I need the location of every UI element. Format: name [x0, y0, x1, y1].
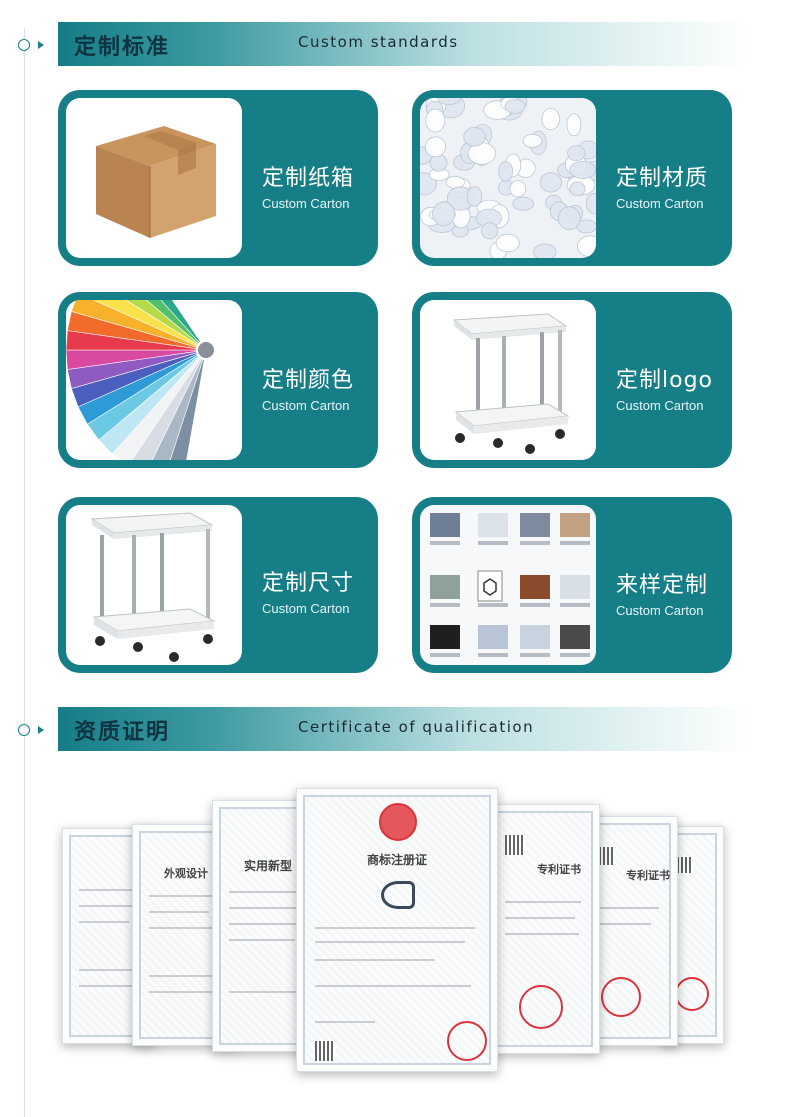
certificate-patent-1: 专利证书 [488, 804, 600, 1054]
card-subtitle: Custom Carton [262, 398, 350, 413]
section-subtitle: Custom standards [298, 33, 459, 51]
white-cart-image [420, 300, 596, 460]
card-subtitle: Custom Carton [616, 603, 704, 618]
card-title: 来样定制 [616, 573, 709, 598]
certificate-title: 外观设计 [164, 867, 208, 880]
certificate-trademark: 商标注册证 [296, 788, 498, 1072]
card-subtitle: Custom Carton [616, 398, 704, 413]
card-custom-carton[interactable]: 定制纸箱 Custom Carton [58, 90, 378, 266]
section-marker [18, 724, 52, 736]
card-custom-color[interactable]: 定制颜色 Custom Carton [58, 292, 378, 468]
certificate-title: 商标注册证 [366, 853, 427, 867]
color-swatch-fan-image [66, 300, 242, 460]
triangle-right-icon [38, 726, 44, 734]
trademark-logo [381, 881, 415, 909]
section-title: 资质证明 [74, 720, 171, 745]
card-title: 定制尺寸 [262, 571, 355, 596]
circle-icon [18, 724, 30, 736]
card-custom-material[interactable]: 定制材质 Custom Carton [412, 90, 732, 266]
card-subtitle: Custom Carton [262, 601, 350, 616]
card-title: 定制材质 [616, 166, 709, 191]
card-custom-logo[interactable]: 定制logo Custom Carton [412, 292, 732, 468]
timeline-line [24, 28, 25, 1117]
card-title: 定制logo [616, 368, 713, 393]
plastic-pellets-image [420, 98, 596, 258]
card-subtitle: Custom Carton [262, 196, 350, 211]
carton-box-image [66, 98, 242, 258]
section-header-custom: 定制标准 Custom standards [58, 22, 750, 66]
card-custom-sample[interactable]: 来样定制 Custom Carton [412, 497, 732, 673]
card-subtitle: Custom Carton [616, 196, 704, 211]
triangle-right-icon [38, 41, 44, 49]
section-marker [18, 39, 52, 51]
white-cart-image [66, 505, 242, 665]
card-title: 定制颜色 [262, 368, 355, 393]
section-header-cert: 资质证明 Certificate of qualification [58, 707, 750, 751]
file-thumbnails-image [420, 505, 596, 665]
circle-icon [18, 39, 30, 51]
card-title: 定制纸箱 [262, 166, 355, 191]
card-custom-size[interactable]: 定制尺寸 Custom Carton [58, 497, 378, 673]
certificate-title: 专利证书 [537, 863, 581, 876]
section-subtitle: Certificate of qualification [298, 718, 535, 736]
certificate-title: 实用新型 [243, 859, 292, 873]
certificate-title: 专利证书 [626, 869, 670, 882]
section-title: 定制标准 [74, 35, 171, 60]
